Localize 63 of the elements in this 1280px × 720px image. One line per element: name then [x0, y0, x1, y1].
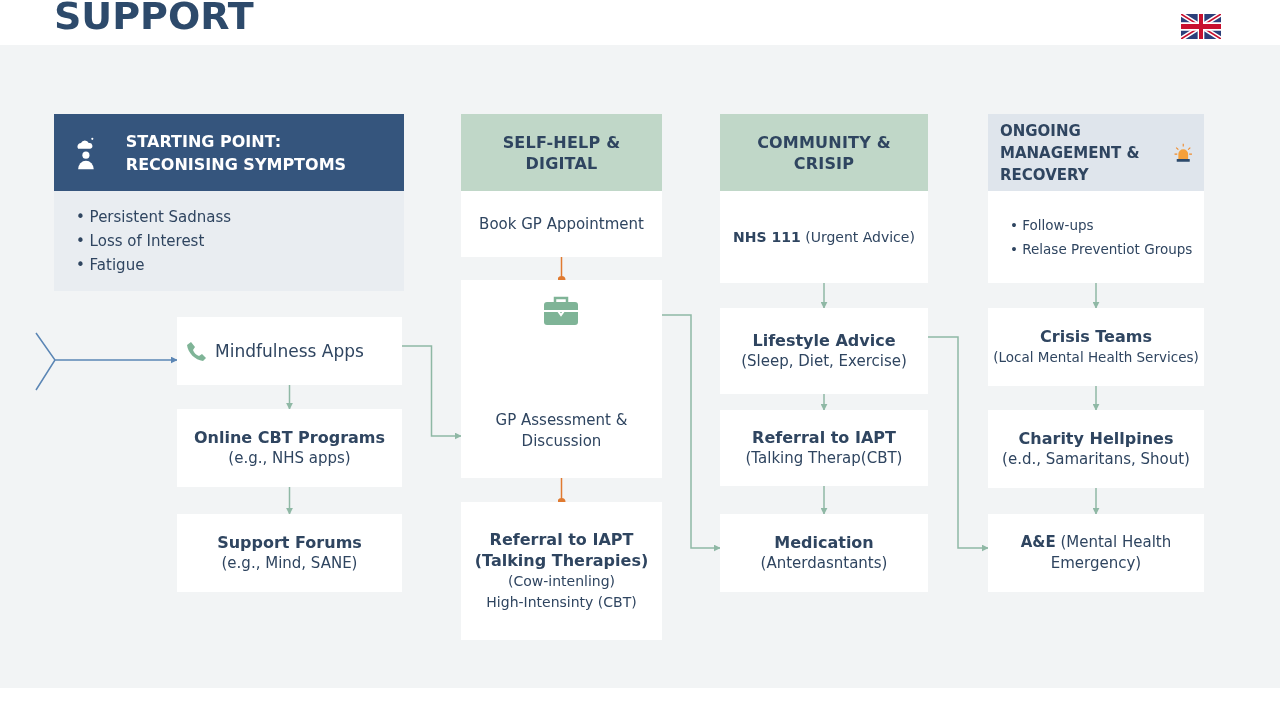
step-box — [720, 308, 928, 394]
step-label: Crisis Teams — [1040, 326, 1152, 347]
arrow — [661, 314, 721, 552]
step-label: Book GP Appointment — [479, 213, 644, 235]
arrow — [286, 486, 293, 515]
step-label: Support Forums — [217, 532, 362, 553]
title: SUPPORT — [54, 0, 254, 38]
header-text: SELF-HELP & DIGITAL — [501, 131, 622, 174]
list-item: • Loss of Interest — [76, 231, 205, 252]
step-note: (Cow-intenling) — [507, 572, 615, 591]
step-box — [461, 280, 662, 478]
step-note: (e.d., Samaritans, Shout) — [1002, 449, 1190, 470]
stage-header — [54, 114, 404, 191]
step-label: Referral to IAPT — [752, 427, 896, 448]
arrow — [1092, 385, 1100, 411]
step-box — [720, 410, 928, 486]
header-text: ONGOING MANAGEMENT & RECOVERY — [1000, 120, 1141, 186]
arrow — [1092, 487, 1100, 515]
list-item: • Follow-ups — [1010, 216, 1094, 235]
header-text: STARTING POINT: RECONISING SYMPTOMS — [125, 130, 348, 176]
stage-header — [988, 114, 1204, 191]
step-box — [988, 514, 1204, 592]
list-item: • Persistent Sadnass — [76, 207, 232, 228]
step-box — [461, 191, 662, 257]
step-label: Online CBT Programs — [193, 427, 386, 448]
arrow — [820, 485, 828, 515]
stage-header — [461, 114, 662, 191]
step-box — [177, 514, 402, 592]
list-item: • Fatigue — [76, 255, 145, 276]
arrow — [820, 282, 828, 309]
step-box — [988, 308, 1204, 386]
entry-arrow — [35, 332, 178, 391]
arrow — [401, 345, 462, 440]
step-note: (Local Mental Health Services) — [993, 348, 1199, 367]
step-note: (e.g., NHS apps) — [228, 448, 351, 469]
stage-header — [720, 114, 928, 191]
step-box — [988, 410, 1204, 488]
list-item: • Relase Preventiot Groups — [1010, 240, 1193, 259]
step-label: Medication — [774, 532, 874, 553]
step-label: Mindfulness Apps — [215, 340, 364, 362]
symptom-list-box — [54, 191, 404, 291]
step-label: Lifestyle Advice — [752, 330, 896, 351]
step-box — [177, 317, 402, 385]
step-label: GP Assessment & Discussion — [494, 410, 629, 452]
arrow — [820, 393, 828, 411]
step-note: (Anterdasntants) — [760, 553, 888, 574]
arrow — [1092, 282, 1100, 309]
step-note: High-Intensinty (CBT) — [486, 593, 637, 612]
item-list-box — [988, 191, 1204, 283]
step-label: Referral to IAPT (Talking Therapies) — [473, 529, 650, 571]
step-box — [461, 502, 662, 640]
step-box — [720, 514, 928, 592]
step-label: Charity Hellpines — [1018, 428, 1174, 449]
step-label: NHS 111 (Urgent Advice) — [733, 227, 915, 247]
step-note: (e.g., Mind, SANE) — [221, 553, 358, 574]
arrow — [927, 336, 989, 552]
header-text: COMMUNITY & CRISIP — [756, 131, 892, 174]
step-box — [720, 191, 928, 283]
step-label: A&E (Mental Health Emergency) — [1019, 532, 1173, 574]
arrow — [286, 384, 293, 410]
step-note: (Sleep, Diet, Exercise) — [741, 351, 907, 372]
step-box — [177, 409, 402, 487]
step-note: (Talking Therap(CBT) — [745, 448, 903, 469]
